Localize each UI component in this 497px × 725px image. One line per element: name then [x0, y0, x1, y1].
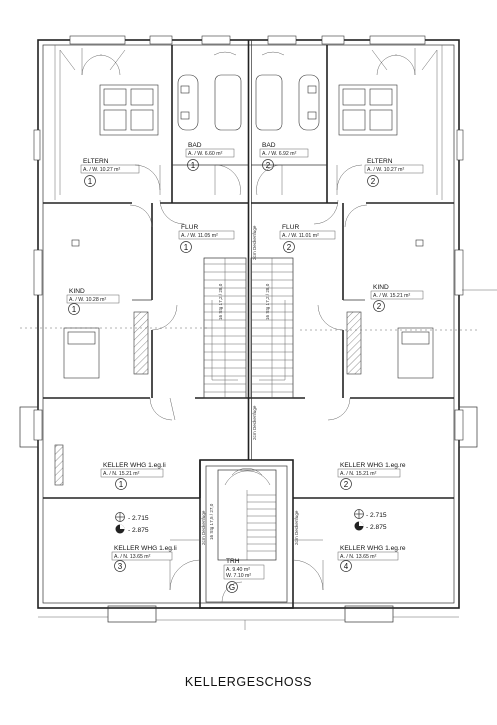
stair-trh [217, 468, 277, 561]
svg-text:KIND: KIND [373, 284, 389, 291]
svg-text:16 Stg 17,2 / 28,0: 16 Stg 17,2 / 28,0 [218, 283, 223, 320]
stair-flur-2 [250, 199, 351, 421]
windows [33, 35, 464, 441]
svg-text:3: 3 [118, 562, 123, 571]
svg-text:BAD: BAD [262, 142, 276, 149]
svg-text:W. 7.10 m²: W. 7.10 m² [226, 573, 251, 579]
svg-text:BAD: BAD [188, 142, 202, 149]
svg-text:ELTERN: ELTERN [83, 158, 109, 165]
svg-text:A. / W. 11.05 m²: A. / W. 11.05 m² [181, 233, 218, 239]
svg-text:16 Stg 17,2 / 28,0: 16 Stg 17,2 / 28,0 [265, 283, 270, 320]
svg-text:1: 1 [184, 243, 189, 252]
plan-title: KELLERGESCHOSS [184, 675, 313, 689]
svg-text:A. / W. 6.60 m²: A. / W. 6.60 m² [188, 151, 223, 157]
svg-text:2: 2 [377, 302, 382, 311]
partitions [43, 45, 454, 609]
svg-text:KIND: KIND [69, 288, 85, 295]
label-keller-1: KELLER WHG 1.eg.li A. / N. 15.21 m² 1 [100, 462, 166, 490]
svg-text:- 2.715: - 2.715 [366, 512, 387, 519]
svg-text:A. / N. 15.21 m²: A. / N. 15.21 m² [340, 471, 377, 477]
stair-flur-1 [149, 199, 247, 421]
stair-notes: 16 Stg 17,2 / 28,0 16 Stg 17,2 / 28,0 16… [201, 225, 299, 545]
svg-text:1: 1 [191, 161, 196, 170]
room-kind-1 [63, 204, 178, 379]
room-bad-2 [255, 51, 320, 196]
svg-text:KELLER WHG 1.eg.re: KELLER WHG 1.eg.re [340, 545, 406, 552]
label-keller-3: KELLER WHG 1.eg.li A. / N. 13.65 m² 3 [111, 545, 177, 572]
label-bad-2: BAD A. / W. 6.92 m² 2 [259, 142, 309, 171]
room-kind-2 [317, 204, 434, 379]
svg-text:4: 4 [344, 562, 349, 571]
dimension-lines [20, 289, 497, 331]
label-bad-1: BAD A. / W. 6.60 m² 1 [185, 142, 235, 171]
svg-text:16 Stg 17,5 / 27,0: 16 Stg 17,5 / 27,0 [209, 503, 214, 540]
label-keller-2: KELLER WHG 1.eg.re A. / N. 15.21 m² 2 [337, 462, 406, 490]
svg-text:2: 2 [344, 480, 349, 489]
keller-doors [54, 444, 324, 603]
svg-text:A. / N. 15.21 m²: A. / N. 15.21 m² [103, 471, 140, 477]
label-keller-4: KELLER WHG 1.eg.re A. / N. 13.65 m² 4 [337, 545, 406, 572]
room-eltern-2 [336, 45, 443, 200]
room-bad-1 [177, 51, 242, 196]
label-eltern-1: ELTERN A. / W. 10.27 m² 1 [80, 158, 140, 187]
svg-text:A. / W. 11.01 m²: A. / W. 11.01 m² [282, 233, 319, 239]
svg-text:KELLER WHG 1.eg.li: KELLER WHG 1.eg.li [103, 462, 166, 469]
svg-text:1: 1 [72, 305, 77, 314]
svg-text:A. / N. 13.65 m²: A. / N. 13.65 m² [114, 554, 151, 560]
svg-text:A. / W. 15.21 m²: A. / W. 15.21 m² [373, 293, 410, 299]
svg-text:2: 2 [287, 243, 292, 252]
label-flur-2: FLUR A. / W. 11.01 m² 2 [279, 224, 336, 253]
svg-text:KELLER WHG 1.eg.li: KELLER WHG 1.eg.li [114, 545, 177, 552]
svg-text:TRH: TRH [226, 558, 240, 565]
svg-text:FLUR: FLUR [282, 224, 299, 231]
svg-text:- 2.875: - 2.875 [366, 524, 387, 531]
svg-text:2cm Deckenfuge: 2cm Deckenfuge [252, 225, 257, 260]
svg-text:ELTERN: ELTERN [367, 158, 393, 165]
svg-text:KELLER WHG 1.eg.re: KELLER WHG 1.eg.re [340, 462, 406, 469]
level-markers-right: - 2.715 - 2.875 [354, 509, 387, 531]
svg-text:2: 2 [371, 177, 376, 186]
label-kind-2: KIND A. / W. 15.21 m² 2 [370, 284, 424, 312]
svg-text:1: 1 [88, 177, 93, 186]
svg-text:2cm Deckenfuge: 2cm Deckenfuge [294, 510, 299, 545]
svg-text:A. / W. 6.92 m²: A. / W. 6.92 m² [262, 151, 297, 157]
label-eltern-2: ELTERN A. / W. 10.27 m² 2 [364, 158, 424, 187]
svg-text:- 2.875: - 2.875 [128, 527, 149, 534]
svg-text:2cm Deckenfuge: 2cm Deckenfuge [252, 405, 257, 440]
svg-text:A. / W. 10.27 m²: A. / W. 10.27 m² [367, 167, 404, 173]
label-flur-1: FLUR A. / W. 11.05 m² 1 [178, 224, 235, 253]
label-trh: TRH A. 9.40 m² W. 7.10 m² G [223, 558, 265, 593]
svg-text:A. / W. 10.27 m²: A. / W. 10.27 m² [83, 167, 120, 173]
svg-text:G: G [229, 583, 235, 592]
svg-text:A. / N. 13.65 m²: A. / N. 13.65 m² [340, 554, 377, 560]
svg-text:2: 2 [266, 161, 271, 170]
svg-text:- 2.715: - 2.715 [128, 515, 149, 522]
svg-text:A. / W. 10.28 m²: A. / W. 10.28 m² [69, 297, 106, 303]
level-markers-left: - 2.715 - 2.875 [115, 512, 149, 534]
svg-text:2cm Deckenfuge: 2cm Deckenfuge [201, 510, 206, 545]
svg-text:A. 9.40 m²: A. 9.40 m² [226, 567, 250, 573]
label-kind-1: KIND A. / W. 10.28 m² 1 [66, 288, 120, 315]
room-eltern-1 [54, 45, 161, 200]
svg-text:1: 1 [119, 480, 124, 489]
svg-text:FLUR: FLUR [181, 224, 198, 231]
